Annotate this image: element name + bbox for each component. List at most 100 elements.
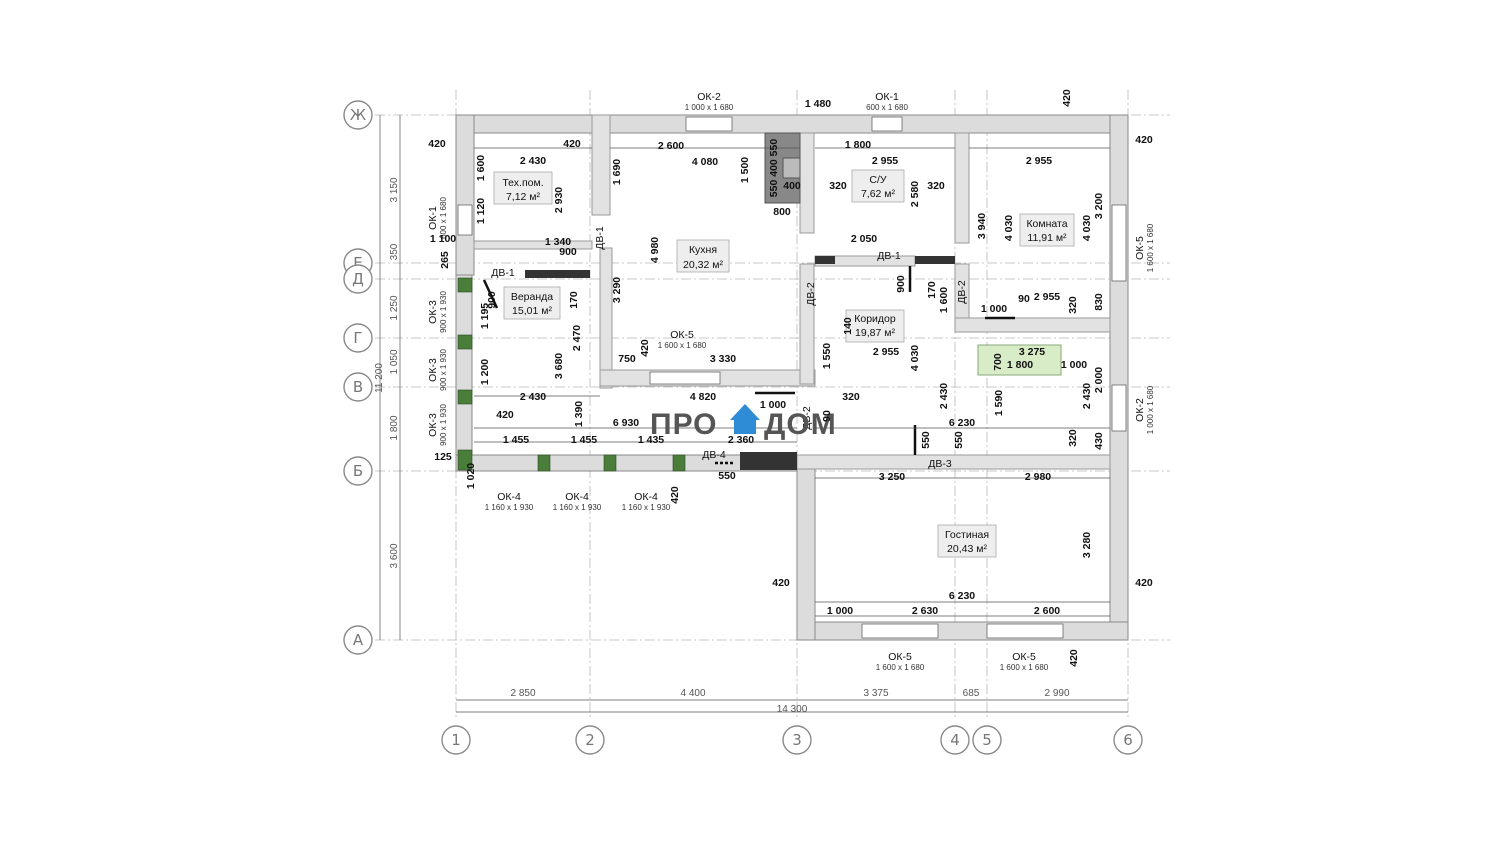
dim: 900 (486, 291, 498, 309)
window-ok5-b2-size: 1 600 x 1 680 (1000, 663, 1049, 672)
dim: 320 (1067, 296, 1079, 314)
left-dim: 1 800 (389, 415, 400, 440)
axis-bubble-5: 5 (972, 725, 1002, 755)
dim: 2 600 (658, 140, 684, 152)
bottom-dim: 2 850 (510, 688, 535, 699)
dim: 2 630 (912, 605, 938, 617)
dim: 90 (1018, 293, 1030, 305)
window-ok4-a-size: 1 160 x 1 930 (485, 503, 534, 512)
door-dv1-a: ДВ-1 (491, 267, 515, 279)
dim: 1 340 (545, 236, 571, 248)
dim: 2 955 (872, 155, 898, 167)
dim: 420 (563, 138, 581, 150)
window-ok3-a-size: 900 x 1 930 (439, 291, 448, 333)
window-ok4-b-size: 1 160 x 1 930 (553, 503, 602, 512)
dim: 2 955 (1034, 291, 1060, 303)
dim: 4 080 (692, 156, 718, 168)
door-dv4: ДВ-4 (702, 449, 726, 461)
dim: 3 940 (976, 213, 988, 239)
bottom-dim: 4 400 (680, 688, 705, 699)
dim: 320 (1067, 429, 1079, 447)
window-ok3-b-size: 900 x 1 930 (439, 349, 448, 391)
window-ok4-b-label: ОК-4 (565, 491, 589, 503)
dim: 320 (927, 180, 945, 192)
dim: 2 955 (1026, 155, 1052, 167)
dim: 1 000 (760, 399, 786, 411)
window-ok4-a-label: ОК-4 (497, 491, 521, 503)
axis-bubble-a: А (343, 625, 373, 655)
dim: 2 600 (1034, 605, 1060, 617)
door-marks (482, 266, 1015, 465)
door-dv2-a: ДВ-2 (805, 282, 817, 306)
door-dv3: ДВ-3 (928, 458, 952, 470)
left-dim: 3 600 (389, 543, 400, 568)
room-living-area: 20,43 м² (947, 543, 987, 555)
dim: 6 230 (949, 417, 975, 429)
dim: 1 195 (479, 303, 491, 329)
bottom-dimensions: 2 850 4 400 3 375 685 2 990 14 300 (510, 688, 1069, 715)
dim: 4 030 (909, 345, 921, 371)
windows (457, 116, 1127, 639)
dim: 1 590 (993, 390, 1005, 416)
axis-label: Д (352, 270, 364, 288)
door-dv2-b: ДВ-2 (956, 280, 968, 304)
axis-letter-bubbles: Ж Е Д Г В Б А (343, 100, 373, 655)
room-living-name: Гостиная (945, 529, 989, 541)
axis-label: 5 (982, 731, 992, 749)
dim: 4 030 (1003, 215, 1015, 241)
dim: 750 (618, 353, 636, 365)
axis-label: Ж (350, 106, 366, 124)
dim: 2 580 (909, 181, 921, 207)
dim: 4 980 (649, 237, 661, 263)
dim: 320 (842, 391, 860, 403)
dim: 6 230 (949, 590, 975, 602)
dim: 1 000 (827, 605, 853, 617)
axis-label: А (353, 631, 364, 649)
dim: 90 (821, 410, 833, 422)
dim: 6 930 (613, 417, 639, 429)
window-ok1-top-size: 600 x 1 680 (866, 103, 908, 112)
door-dv1-c: ДВ-1 (877, 250, 901, 262)
house-icon (730, 404, 760, 434)
room-kitchen-area: 20,32 м² (683, 259, 723, 271)
axis-label: Б (353, 462, 363, 480)
dim: 420 (639, 339, 651, 357)
dim: 3 330 (710, 353, 736, 365)
room-tech: Тех.пом. 7,12 м² (493, 171, 553, 205)
door-dv1-b: ДВ-1 (594, 226, 606, 250)
axis-label: 6 (1123, 731, 1133, 749)
room-wc-name: С/У (869, 174, 887, 186)
dim: 2 050 (851, 233, 877, 245)
dim: 2 430 (1081, 383, 1093, 409)
axis-bubble-4: 4 (940, 725, 970, 755)
window-ok2-right-size: 1 000 x 1 680 (1146, 385, 1155, 434)
window-ok5-right-label: ОК-5 (1134, 236, 1146, 260)
dim: 170 (568, 291, 580, 309)
left-dim: 3 150 (389, 177, 400, 202)
dim: 170 (926, 281, 938, 299)
dim: 420 (669, 486, 681, 504)
window-ok3-c-size: 900 x 1 930 (439, 404, 448, 446)
dim: 4 820 (690, 391, 716, 403)
dim: 900 (559, 246, 577, 258)
left-dim: 1 250 (389, 295, 400, 320)
window-ok5-right-size: 1 600 x 1 680 (1146, 223, 1155, 272)
dim: 3 250 (879, 471, 905, 483)
dim: 1 600 (938, 287, 950, 313)
room-bedroom-area: 11,91 м² (1027, 232, 1067, 244)
dim: 420 (1135, 134, 1153, 146)
dim: 420 (1061, 89, 1073, 107)
room-veranda-name: Веранда (511, 291, 553, 303)
room-wc-area: 7,62 м² (861, 188, 896, 200)
axis-label: 4 (950, 731, 960, 749)
axis-bubble-zh: Ж (343, 100, 373, 130)
dim: 550 (920, 431, 932, 449)
dim: 2 470 (571, 325, 583, 351)
dim: 2 000 (1093, 367, 1105, 393)
room-wc: С/У 7,62 м² (851, 169, 905, 203)
dim: 1 600 (475, 155, 487, 181)
bottom-dim: 3 375 (863, 688, 888, 699)
dim: 1 000 (1061, 359, 1087, 371)
dim: 550 400 550 (768, 139, 780, 198)
